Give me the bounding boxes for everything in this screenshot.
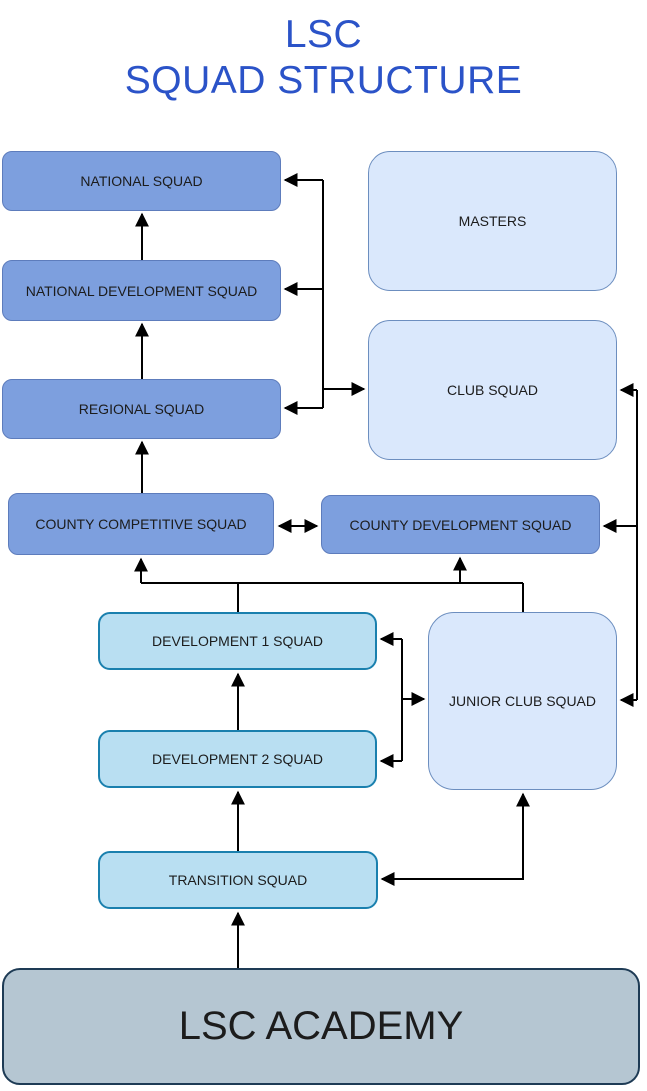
node-label-development-1-squad: DEVELOPMENT 1 SQUAD xyxy=(152,633,323,649)
node-label-lsc-academy: LSC ACADEMY xyxy=(178,1004,464,1048)
node-label-development-2-squad: DEVELOPMENT 2 SQUAD xyxy=(152,751,323,767)
node-label-national-squad: NATIONAL SQUAD xyxy=(80,173,203,189)
node-lsc-academy: LSC ACADEMY xyxy=(2,968,640,1085)
node-development-1-squad: DEVELOPMENT 1 SQUAD xyxy=(98,612,377,670)
diagram-title: LSC SQUAD STRUCTURE xyxy=(0,12,647,104)
node-label-masters: MASTERS xyxy=(458,213,527,229)
node-label-junior-club-squad: JUNIOR CLUB SQUAD xyxy=(448,693,597,709)
node-development-2-squad: DEVELOPMENT 2 SQUAD xyxy=(98,730,377,788)
node-label-national-development-squad: NATIONAL DEVELOPMENT SQUAD xyxy=(25,282,258,299)
diagram-title-line1: LSC xyxy=(284,13,363,56)
node-national-squad: NATIONAL SQUAD xyxy=(2,151,281,211)
node-label-club-squad: CLUB SQUAD xyxy=(446,382,539,398)
node-label-transition-squad: TRANSITION SQUAD xyxy=(168,872,308,888)
node-label-county-competitive-squad: COUNTY COMPETITIVE SQUAD xyxy=(35,516,247,532)
node-county-competitive-squad: COUNTY COMPETITIVE SQUAD xyxy=(8,493,274,555)
diagram-title-line2: SQUAD STRUCTURE xyxy=(124,59,523,102)
node-label-county-development-squad: COUNTY DEVELOPMENT SQUAD xyxy=(349,516,572,533)
node-transition-squad: TRANSITION SQUAD xyxy=(98,851,378,909)
node-masters: MASTERS xyxy=(368,151,617,291)
node-label-regional-squad: REGIONAL SQUAD xyxy=(78,401,205,417)
node-county-development-squad: COUNTY DEVELOPMENT SQUAD xyxy=(321,495,600,554)
node-regional-squad: REGIONAL SQUAD xyxy=(2,379,281,439)
node-club-squad: CLUB SQUAD xyxy=(368,320,617,460)
node-junior-club-squad: JUNIOR CLUB SQUAD xyxy=(428,612,617,790)
node-national-development-squad: NATIONAL DEVELOPMENT SQUAD xyxy=(2,260,281,321)
